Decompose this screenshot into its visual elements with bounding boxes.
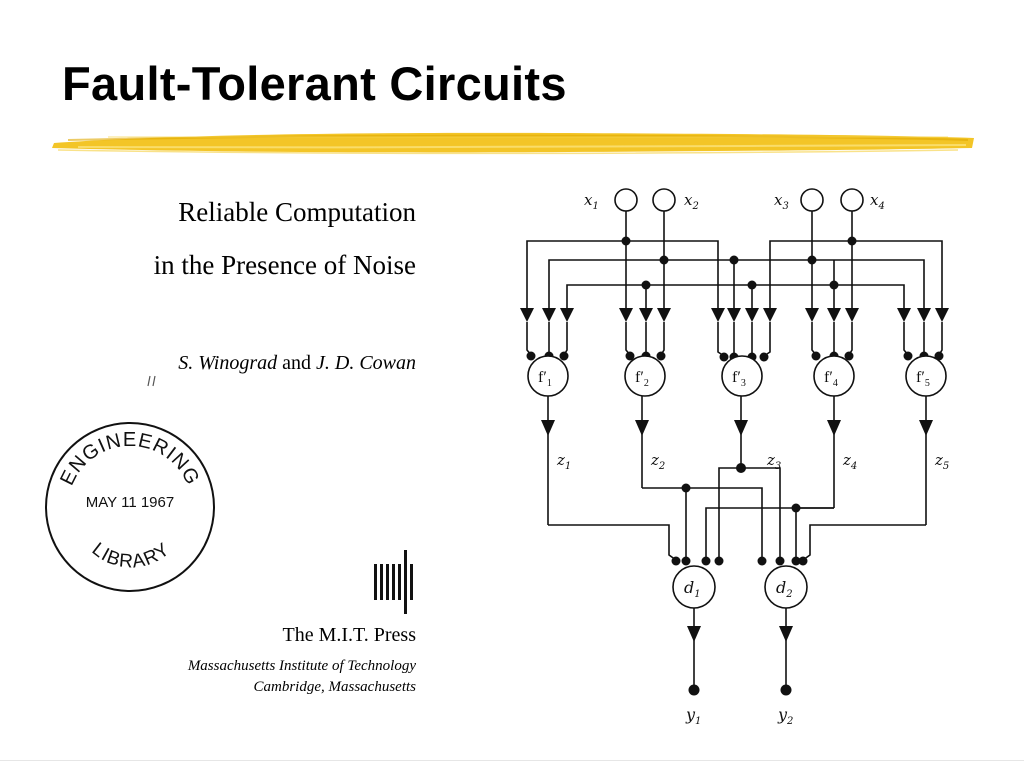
label-x4: x4 xyxy=(870,191,885,212)
input-node-x2 xyxy=(652,188,676,212)
stamp-date: MAY 11 1967 xyxy=(86,494,174,511)
author-separator: and xyxy=(277,352,316,374)
publisher-location: Cambridge, Massachusetts xyxy=(253,679,417,695)
engineering-library-stamp: ENGINEERING MAY 11 1967 LIBRARY xyxy=(45,422,215,592)
label-y2: y2 xyxy=(777,705,793,727)
label-f3: f′3 xyxy=(732,369,746,389)
label-x2: x2 xyxy=(684,191,699,212)
stamp-bottom-text: LIBRARY xyxy=(88,539,173,573)
input-node-x1 xyxy=(614,188,638,212)
label-z1: z1 xyxy=(556,451,571,472)
input-node-x3 xyxy=(800,188,824,212)
label-f4: f′4 xyxy=(824,369,838,389)
publisher-institute: Massachusetts Institute of Technology xyxy=(187,658,416,674)
label-f5: f′5 xyxy=(916,369,930,389)
label-d2: d2 xyxy=(776,578,793,600)
publisher-address: Massachusetts Institute of Technology Ca… xyxy=(188,656,416,698)
label-z5: z5 xyxy=(934,451,949,472)
label-d1: d1 xyxy=(684,578,701,600)
label-f2: f′2 xyxy=(635,369,649,389)
book-title-line-2: in the Presence of Noise xyxy=(153,250,416,280)
book-authors: S. Winograd and J. D. Cowan xyxy=(178,352,416,375)
svg-text:ENGINEERING: ENGINEERING xyxy=(56,429,204,489)
input-node-x4 xyxy=(840,188,864,212)
fault-tolerant-circuit-diagram: x1 x2 x3 x4 f′1 f′2 f′3 f′4 f′5 z1 z2 z3… xyxy=(520,188,949,727)
decoder-output-arrows xyxy=(687,626,793,696)
gate-input-arrows xyxy=(520,308,949,322)
label-z3: z3 xyxy=(766,451,781,472)
footer-divider xyxy=(0,760,1024,761)
label-x1: x1 xyxy=(584,191,599,212)
gate-f2 xyxy=(624,355,666,397)
gate-f5 xyxy=(905,355,947,397)
author-winograd: S. Winograd xyxy=(178,352,278,374)
gate-f4 xyxy=(813,355,855,397)
title-underline-brushstroke xyxy=(52,132,974,155)
label-z2: z2 xyxy=(650,451,665,472)
author-cowan: J. D. Cowan xyxy=(316,352,416,374)
book-title: Reliable Computation in the Presence of … xyxy=(154,186,416,292)
stamp-top-text: ENGINEERING xyxy=(56,429,203,489)
label-y1: y1 xyxy=(685,705,701,727)
gate-output-arrows xyxy=(541,420,933,436)
gate-f3 xyxy=(721,355,763,397)
label-z4: z4 xyxy=(842,451,857,472)
handwritten-mark xyxy=(147,375,156,387)
gate-f1 xyxy=(527,355,569,397)
slide-title: Fault-Tolerant Circuits xyxy=(62,57,567,110)
svg-text:LIBRARY: LIBRARY xyxy=(88,539,174,573)
mit-press-logo xyxy=(374,550,413,614)
book-title-line-1: Reliable Computation xyxy=(178,197,416,227)
publisher-name: The M.I.T. Press xyxy=(282,624,417,646)
label-f1: f′1 xyxy=(538,369,552,389)
label-x3: x3 xyxy=(774,191,789,212)
